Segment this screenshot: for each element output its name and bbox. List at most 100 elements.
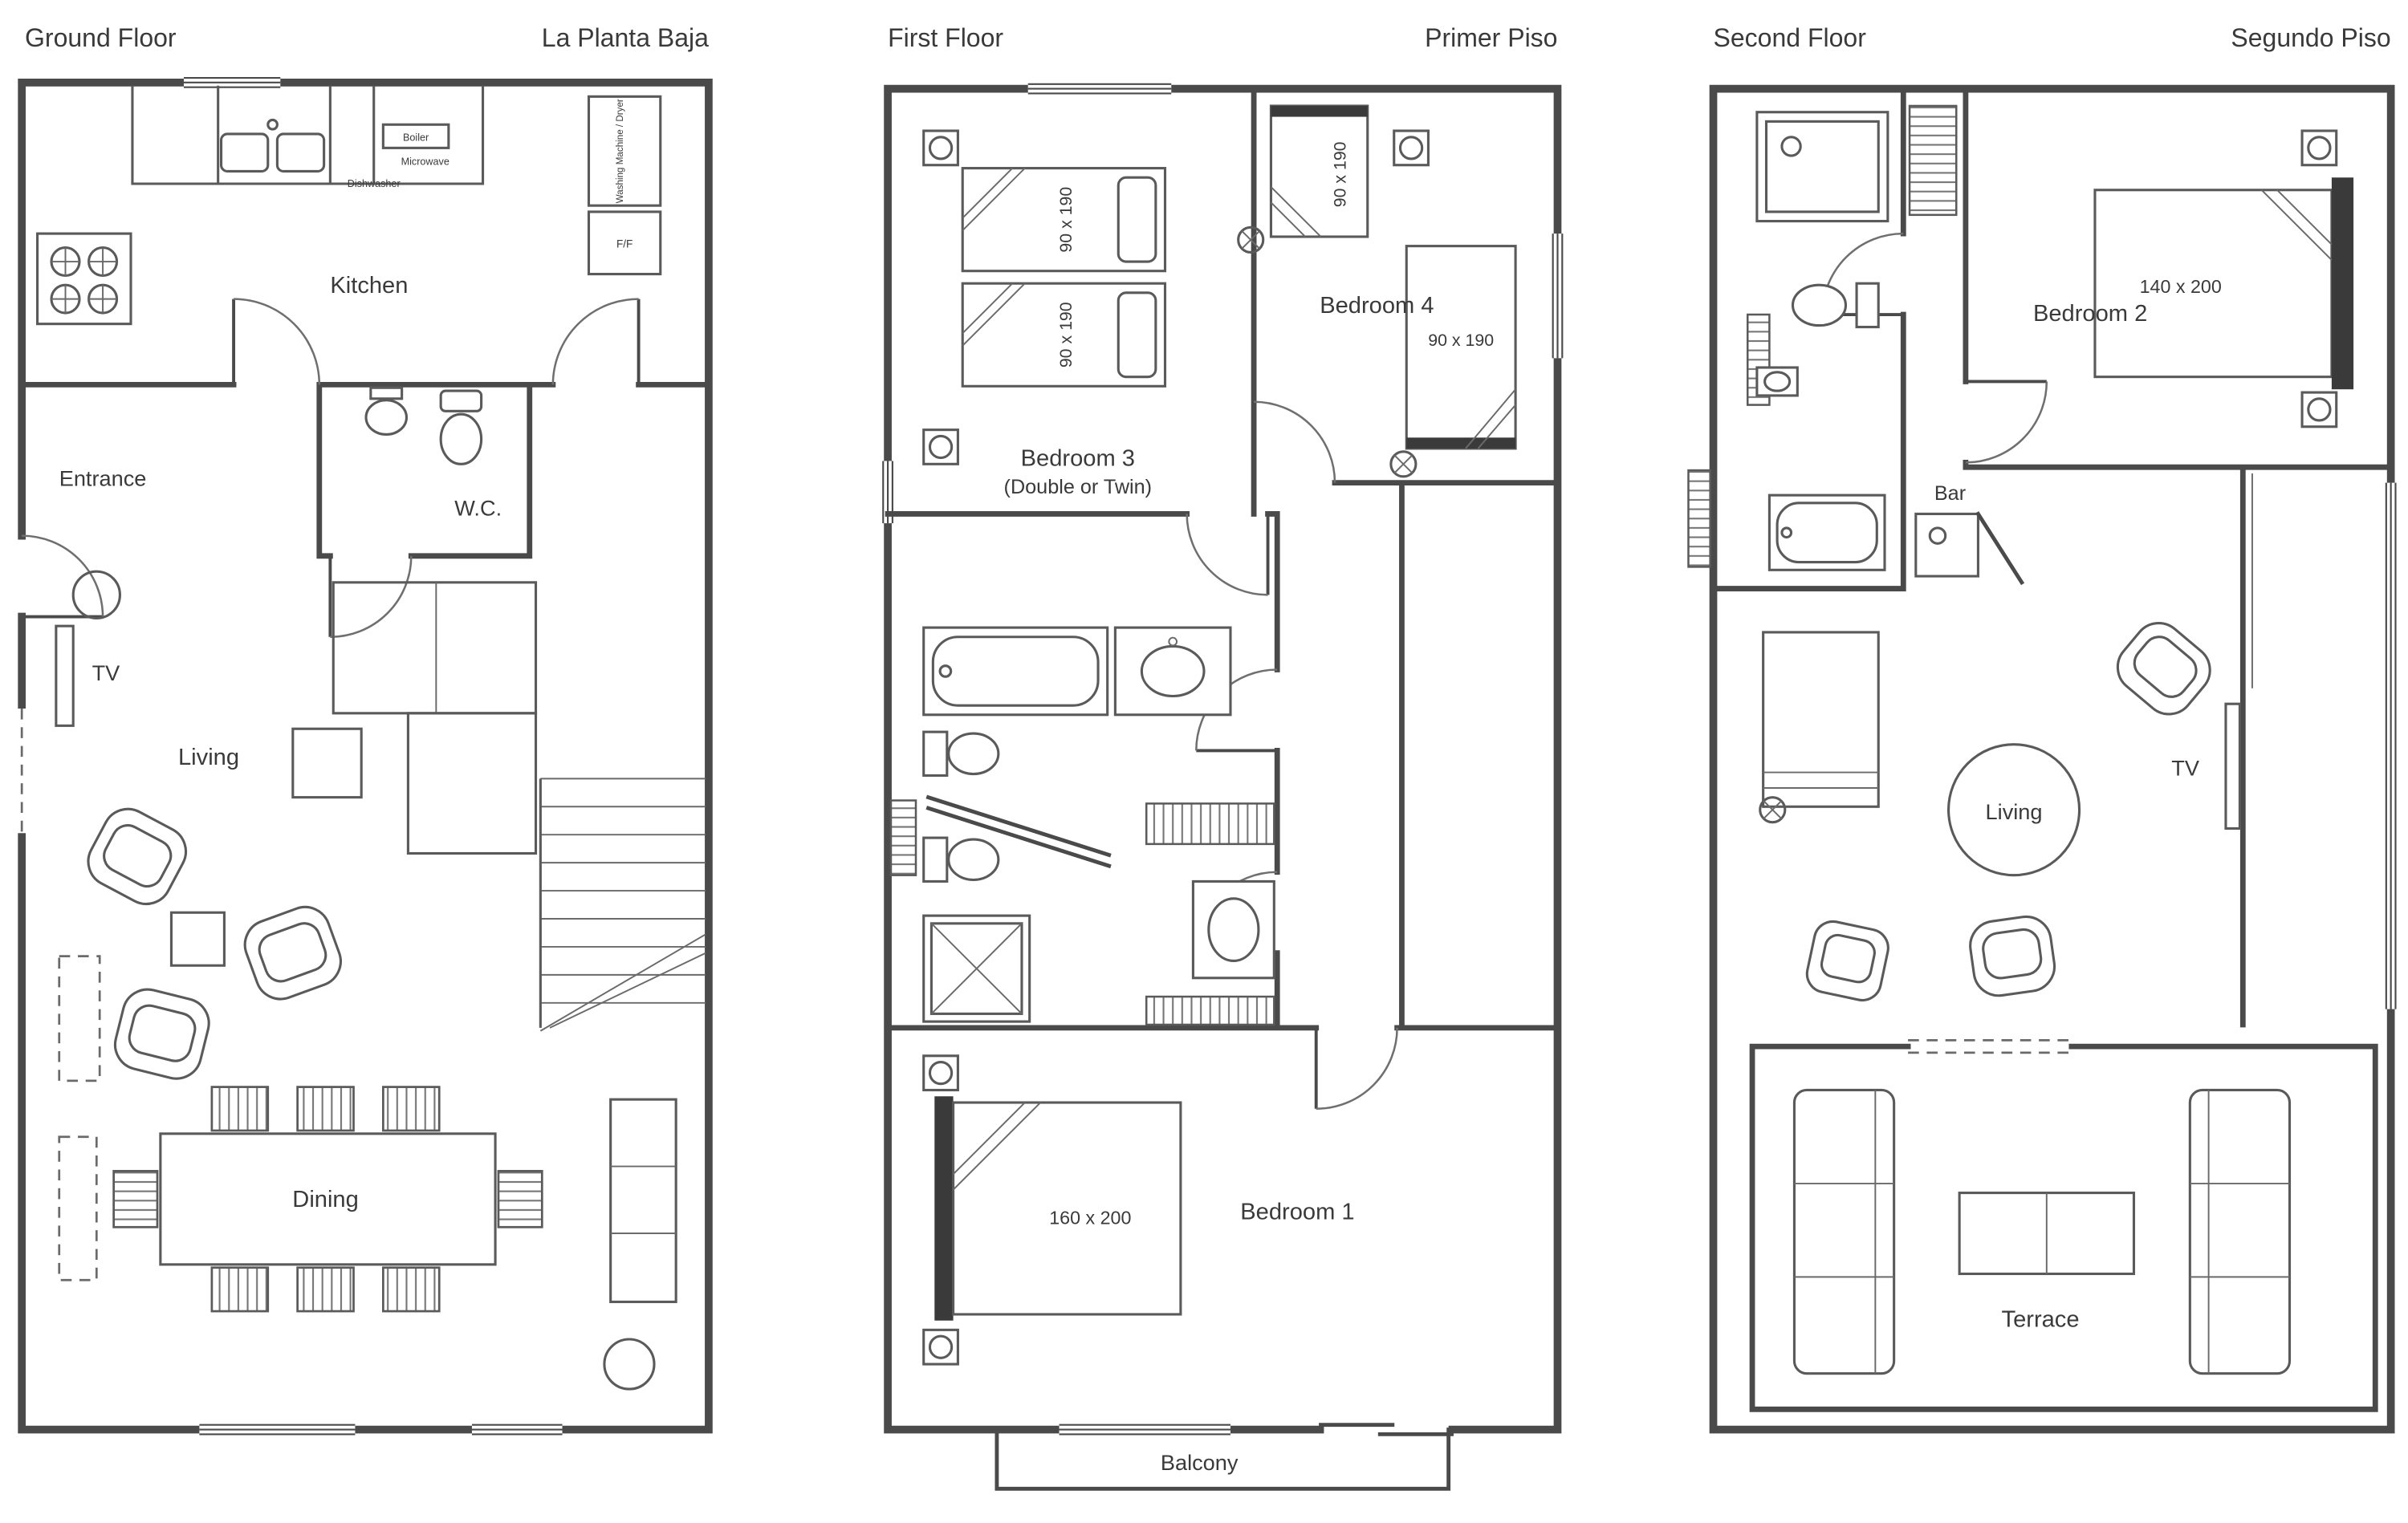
washing-machine-box <box>587 95 662 207</box>
terrace-opening <box>1908 1039 2072 1054</box>
tv-label: TV <box>92 660 120 685</box>
bed-icon <box>1269 104 1369 238</box>
storage-unit <box>406 712 538 855</box>
boiler-box <box>381 123 450 149</box>
tv-label: TV <box>2171 755 2199 780</box>
bedroom3-note-label: (Double or Twin) <box>1004 476 1153 498</box>
cabinet-icon <box>1145 995 1275 1026</box>
first-floor-plan: First Floor Primer Piso Balcony <box>879 23 1567 1491</box>
bed-size-label: 160 x 200 <box>1049 1207 1131 1228</box>
column-light-icon <box>922 129 959 167</box>
washbasin-icon <box>364 386 409 437</box>
sideboard-shelves <box>610 1165 677 1235</box>
boiler-label: Boiler <box>403 132 429 144</box>
coffee-table-icon <box>1958 1192 2136 1276</box>
sideboard-icon <box>609 1098 677 1303</box>
armchair-icon <box>243 905 342 1001</box>
chair-icon <box>112 1086 543 1313</box>
round-table-icon <box>603 1338 656 1391</box>
desk-icon <box>1762 631 1880 808</box>
ground-floor-title: Ground Floor <box>25 23 177 52</box>
toilet-icon <box>439 389 483 465</box>
terrace-walls <box>1749 1043 2378 1412</box>
column-light-icon <box>1393 129 1430 167</box>
dashed-furniture <box>58 955 101 1082</box>
armchair-icon <box>1969 915 2056 997</box>
column-light-icon <box>922 1054 959 1092</box>
dashed-furniture <box>58 1135 98 1281</box>
exterior-walls <box>18 79 713 1434</box>
storage-unit <box>332 581 538 715</box>
armchair-icon <box>2116 622 2211 716</box>
column-light-icon <box>922 428 959 465</box>
kitchen-sink-icon <box>219 118 326 173</box>
coffee-table-icon <box>169 911 226 967</box>
interior-walls <box>1710 86 2394 1028</box>
sofa-icon <box>1792 1088 1896 1375</box>
tv-icon <box>55 624 75 727</box>
ground-floor-plan: Ground Floor La Planta Baja <box>13 23 713 1439</box>
dining-table-icon <box>159 1132 497 1266</box>
bed-icon <box>934 1096 1182 1321</box>
toilet-icon <box>922 730 1000 778</box>
door-arc-icon <box>22 298 641 639</box>
bedroom3-label: Bedroom 3 <box>1021 445 1135 471</box>
column-light-icon <box>2300 391 2338 428</box>
dishwasher-label: Dishwasher <box>348 178 401 189</box>
terrace-label: Terrace <box>2002 1306 2080 1332</box>
window-icon <box>13 74 563 1439</box>
bed-size-label: 90 x 190 <box>1056 302 1076 368</box>
dining-label: Dining <box>292 1187 358 1212</box>
armchair-icon <box>113 988 210 1080</box>
balcony-label: Balcony <box>1161 1450 1239 1475</box>
sofa-icon <box>2188 1088 2292 1375</box>
bed-icon <box>2093 177 2354 390</box>
extractor-fan-icon <box>1389 450 1418 478</box>
bar-label: Bar <box>1934 482 1966 505</box>
bed-icon <box>961 282 1167 388</box>
interior-walls <box>885 86 1560 1031</box>
second-floor-plan: Second Floor Segundo Piso <box>1687 23 2400 1434</box>
wc-label: W.C. <box>454 495 502 520</box>
cabinet-icon <box>1145 802 1275 846</box>
bedroom4-label: Bedroom 4 <box>1320 293 1434 319</box>
shower-icon <box>922 914 1031 1023</box>
second-floor-title: Second Floor <box>1714 23 1867 52</box>
bed-size-label: 90 x 190 <box>1331 141 1350 207</box>
stairs-icon <box>539 778 706 1032</box>
washbasin-icon <box>1191 879 1275 980</box>
washbasin-icon <box>1113 626 1232 717</box>
window-icon <box>879 79 1567 1439</box>
fridge-freezer-label: F/F <box>616 238 633 250</box>
first-floor-title-es: Primer Piso <box>1425 23 1557 52</box>
bathtub-icon <box>922 626 1109 717</box>
hall-table-icon <box>71 570 121 620</box>
bar-sink-icon <box>1914 511 2025 586</box>
entrance-label: Entrance <box>59 465 147 490</box>
armchair-icon <box>87 807 188 906</box>
washbasin-icon <box>1755 366 1799 397</box>
column-light-icon <box>2300 129 2338 167</box>
washing-machine-label: Washing Machine / Dryer <box>615 99 625 203</box>
living-label: Living <box>1986 799 2043 824</box>
tv-icon <box>2224 702 2241 831</box>
microwave-label: Microwave <box>401 156 449 168</box>
bed-size-label: 90 x 190 <box>1428 331 1494 350</box>
ground-floor-title-es: La Planta Baja <box>542 23 709 52</box>
exterior-walls <box>1709 84 2395 1434</box>
living-label: Living <box>178 745 239 770</box>
fridge-freezer-box <box>587 210 662 276</box>
column-light-icon <box>922 1328 959 1366</box>
first-floor-title: First Floor <box>888 23 1003 52</box>
second-floor-title-es: Segundo Piso <box>2231 23 2390 52</box>
kitchen-counter <box>131 85 485 185</box>
door-arc-icon <box>1821 232 2048 464</box>
window-icon <box>2382 482 2400 1009</box>
bedroom1-label: Bedroom 1 <box>1240 1200 1354 1225</box>
balcony-railing <box>995 1428 1451 1491</box>
toilet-icon <box>1791 282 1880 329</box>
exterior-walls <box>884 84 1562 1434</box>
radiator-icon <box>889 799 917 876</box>
